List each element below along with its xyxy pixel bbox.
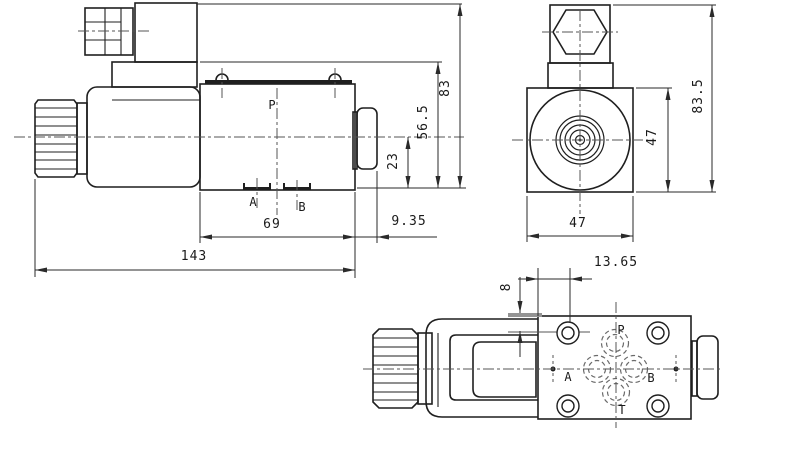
side-port-label-b: B (298, 200, 306, 214)
bottom-port-label-p: P (617, 323, 625, 337)
bottom-solenoid-body (425, 318, 538, 418)
side-screw-bumps (215, 73, 342, 81)
bottom-coil-frame (449, 334, 538, 401)
dim-label-body-width: 69 (263, 217, 281, 232)
bottom-port-label-t: T (618, 403, 626, 417)
side-solenoid-upper-block (111, 61, 198, 88)
bottom-knob (372, 328, 419, 409)
dim-label-end-height: 47 (645, 128, 660, 146)
bottom-mounting-plate (508, 313, 542, 317)
dim-label-end-width: 47 (569, 216, 587, 231)
dim-label-total-height: 83 (438, 79, 453, 97)
side-view-arrowheads (35, 4, 463, 273)
side-pin-cap (356, 107, 378, 170)
end-view-dimension-lines (526, 4, 716, 242)
side-knob-knurl (35, 107, 77, 170)
dim-label-port-height: 23 (386, 152, 401, 170)
dim-label-bolt-offset: 13.65 (593, 255, 639, 270)
bottom-view-dimension-lines (518, 268, 592, 357)
bottom-knob-knurl (373, 337, 418, 401)
bottom-view-centerlines (363, 302, 722, 428)
bottom-view-arrowheads (517, 276, 582, 343)
side-knob-band (76, 102, 88, 175)
dim-label-pin-ext: 9.35 (391, 214, 427, 229)
side-port-label-a: A (249, 195, 257, 209)
side-mounting-plate (205, 80, 352, 84)
bottom-view (372, 313, 719, 420)
bottom-port-label-a: A (564, 370, 572, 384)
end-view-centerlines (512, 10, 648, 214)
bottom-pin-cap (696, 335, 719, 400)
side-connector-box (134, 2, 198, 63)
side-knob (34, 99, 78, 178)
side-pin-cap-flange (352, 111, 358, 170)
dim-label-plate-offset: 8 (499, 282, 514, 292)
side-view-dimension-lines (34, 3, 466, 278)
dim-label-end-total-height: 83.5 (691, 78, 706, 114)
bottom-bolt-holes (556, 321, 670, 418)
side-port-label-p: P (268, 98, 276, 112)
bottom-valve-body (537, 315, 692, 420)
dim-label-total-width: 143 (180, 249, 208, 264)
side-view-centerlines (14, 30, 464, 215)
bottom-port-label-b: B (647, 371, 655, 385)
end-view-arrowheads (527, 5, 715, 239)
dim-label-coil-height: 56.5 (416, 104, 431, 140)
bottom-coil-inner (472, 341, 537, 398)
